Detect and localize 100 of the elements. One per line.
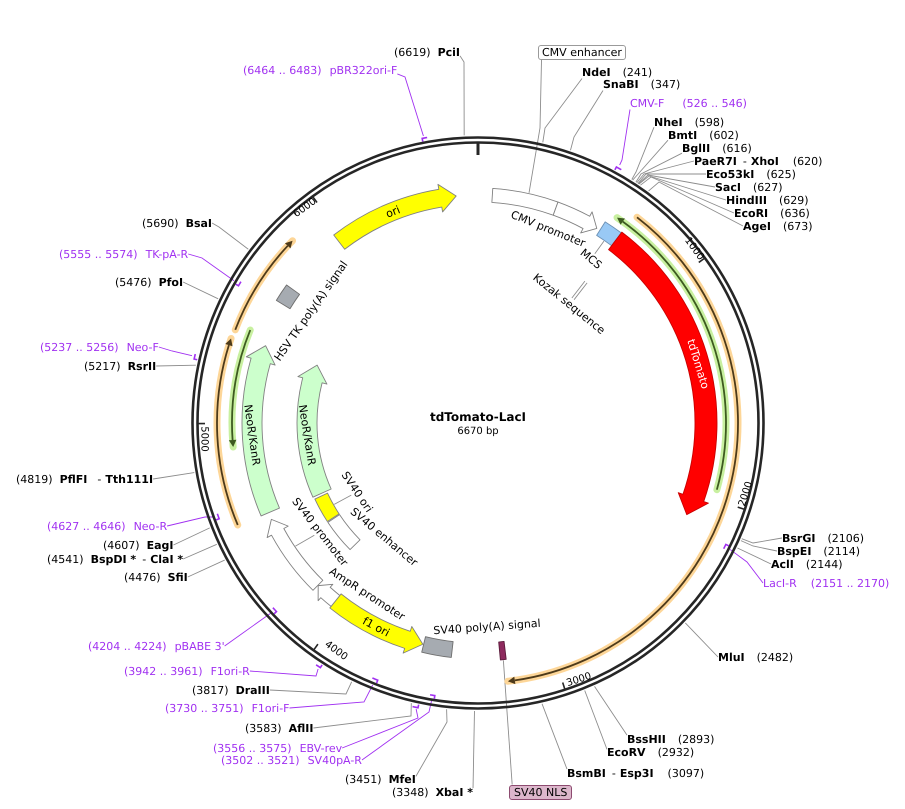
restriction-site-label: NheI (598): [654, 116, 724, 128]
leader-line: [594, 240, 604, 254]
leader-line: [571, 280, 588, 300]
primer-mark-icon: [420, 136, 429, 143]
feature-tag: SV40 NLS: [509, 784, 572, 800]
primer-label: LacI-R (2151 .. 2170): [763, 576, 890, 590]
primer-mark-icon: [314, 663, 324, 669]
leader-line: [342, 708, 419, 748]
restriction-site-label: EcoRI (636): [734, 206, 810, 220]
leader-line: [635, 152, 682, 183]
leader-line: [637, 174, 706, 184]
leader-line: [684, 622, 718, 658]
primer-label: (5237 .. 5256) Neo-F: [40, 340, 159, 354]
tick-label: 3000: [565, 670, 593, 690]
leader-line: [631, 126, 654, 180]
restriction-site-label: (3817) DraIII: [192, 684, 270, 696]
leader-line: [295, 534, 315, 547]
leader-line: [528, 59, 542, 194]
leader-line: [173, 527, 210, 546]
primer-mark-icon: [428, 693, 437, 700]
primer-mark-icon: [613, 165, 623, 172]
leader-line: [737, 548, 772, 564]
primer-label: (3942 .. 3961) F1ori-R: [124, 664, 250, 678]
restriction-site-label: EcoRV (2932): [607, 746, 694, 758]
map-feature: NeoR/KanR: [295, 363, 333, 499]
primer-label: CMV-F (526 .. 546): [630, 96, 747, 110]
restriction-site-label: AgeI (673): [743, 220, 813, 232]
leader-line: [542, 78, 582, 143]
primer-label: (4627 .. 4646) Neo-R: [47, 520, 168, 532]
restriction-site-label: BspEI (2114): [777, 544, 860, 558]
leader-line: [636, 160, 694, 184]
leader-line: [570, 90, 604, 151]
leader-line: [182, 544, 218, 560]
leader-line: [224, 612, 272, 646]
restriction-site-label: SacI (627): [715, 180, 783, 194]
map-feature: [313, 491, 341, 524]
leader-line: [640, 176, 734, 214]
primer-mark-icon: [192, 352, 199, 361]
restriction-site-label: AclI (2144): [771, 558, 842, 570]
leader-line: [249, 668, 319, 676]
restriction-site-label: (4476) SfiI: [124, 570, 188, 584]
feature-label: SV40 poly(A) signal: [432, 616, 542, 638]
leader-line: [362, 700, 432, 760]
feature-tag: CMV enhancer: [538, 44, 626, 60]
leader-line: [594, 686, 628, 736]
leader-line: [584, 690, 608, 750]
restriction-site-label: Eco53kI (625): [706, 168, 796, 180]
map-feature: [595, 220, 623, 248]
restriction-site-label: (3451) MfeI: [345, 772, 416, 786]
primer-mark-icon: [271, 606, 278, 615]
restriction-site-label: BssHII (2893): [627, 732, 714, 746]
restriction-site-label: BmtI (602): [668, 128, 739, 142]
leader-line: [740, 540, 778, 552]
restriction-site-label: (3348) XbaI *: [392, 786, 474, 798]
restriction-site-label: (4607) EagI: [103, 538, 174, 552]
restriction-site-label: BglII (616): [682, 142, 752, 154]
tick-label: 2000: [736, 480, 756, 508]
leader-line: [619, 109, 630, 166]
restriction-site-label: (4541) BspDI * - ClaI *: [47, 552, 184, 566]
leader-line: [648, 181, 744, 226]
leader-line: [542, 703, 568, 770]
primer-label: (6464 .. 6483) pBR322ori-F: [243, 64, 398, 76]
leader-line: [638, 176, 726, 200]
restriction-site-label: BsrGI (2106): [782, 532, 864, 544]
plasmid-name: tdTomato-LacI: [430, 410, 526, 424]
restriction-site-label: (6619) PciI: [394, 46, 460, 58]
restriction-site-label: HindIII (629): [726, 194, 809, 206]
leader-line: [156, 364, 196, 366]
primer-mark-icon: [371, 676, 379, 685]
leader-line: [334, 494, 352, 505]
plasmid-length: 6670 bp: [457, 426, 499, 438]
tick-label: 5000: [198, 426, 210, 452]
leader-line: [166, 516, 214, 526]
primer-mark-icon: [411, 703, 420, 709]
leader-line: [460, 55, 465, 136]
map-feature: [420, 635, 455, 659]
leader-line: [472, 710, 475, 789]
primer-label: (4204 .. 4224) pBABE 3': [88, 640, 225, 652]
leader-line: [415, 708, 448, 777]
restriction-site-label: (5217) RsrII: [84, 360, 156, 372]
primer-label: (5555 .. 5574) TK-pA-R: [59, 248, 188, 260]
leader-line: [158, 346, 192, 356]
leader-line: [632, 140, 668, 181]
restriction-site-label: MluI (2482): [718, 650, 794, 664]
map-feature: [274, 283, 302, 311]
leader-line: [152, 472, 195, 480]
primer-mark-icon: [234, 280, 243, 288]
restriction-site-label: BsmBI - Esp3I (3097): [567, 766, 704, 780]
restriction-site-label: (5690) BsaI: [142, 216, 212, 230]
leader-line: [289, 684, 374, 708]
leader-line: [741, 538, 782, 544]
leader-line: [269, 681, 352, 694]
leader-line: [182, 282, 219, 300]
restriction-site-label: (3583) AflII: [245, 722, 314, 734]
restriction-site-label: NdeI (241): [582, 66, 652, 78]
leader-line: [188, 254, 234, 282]
primer-label: (3502 .. 3521) SV40pA-R: [221, 754, 362, 766]
primer-mark-icon: [722, 543, 730, 550]
restriction-site-label: (4819) PflFI - Tth111I: [16, 472, 154, 486]
primer-label: (3556 .. 3575) EBV-rev: [213, 742, 342, 754]
